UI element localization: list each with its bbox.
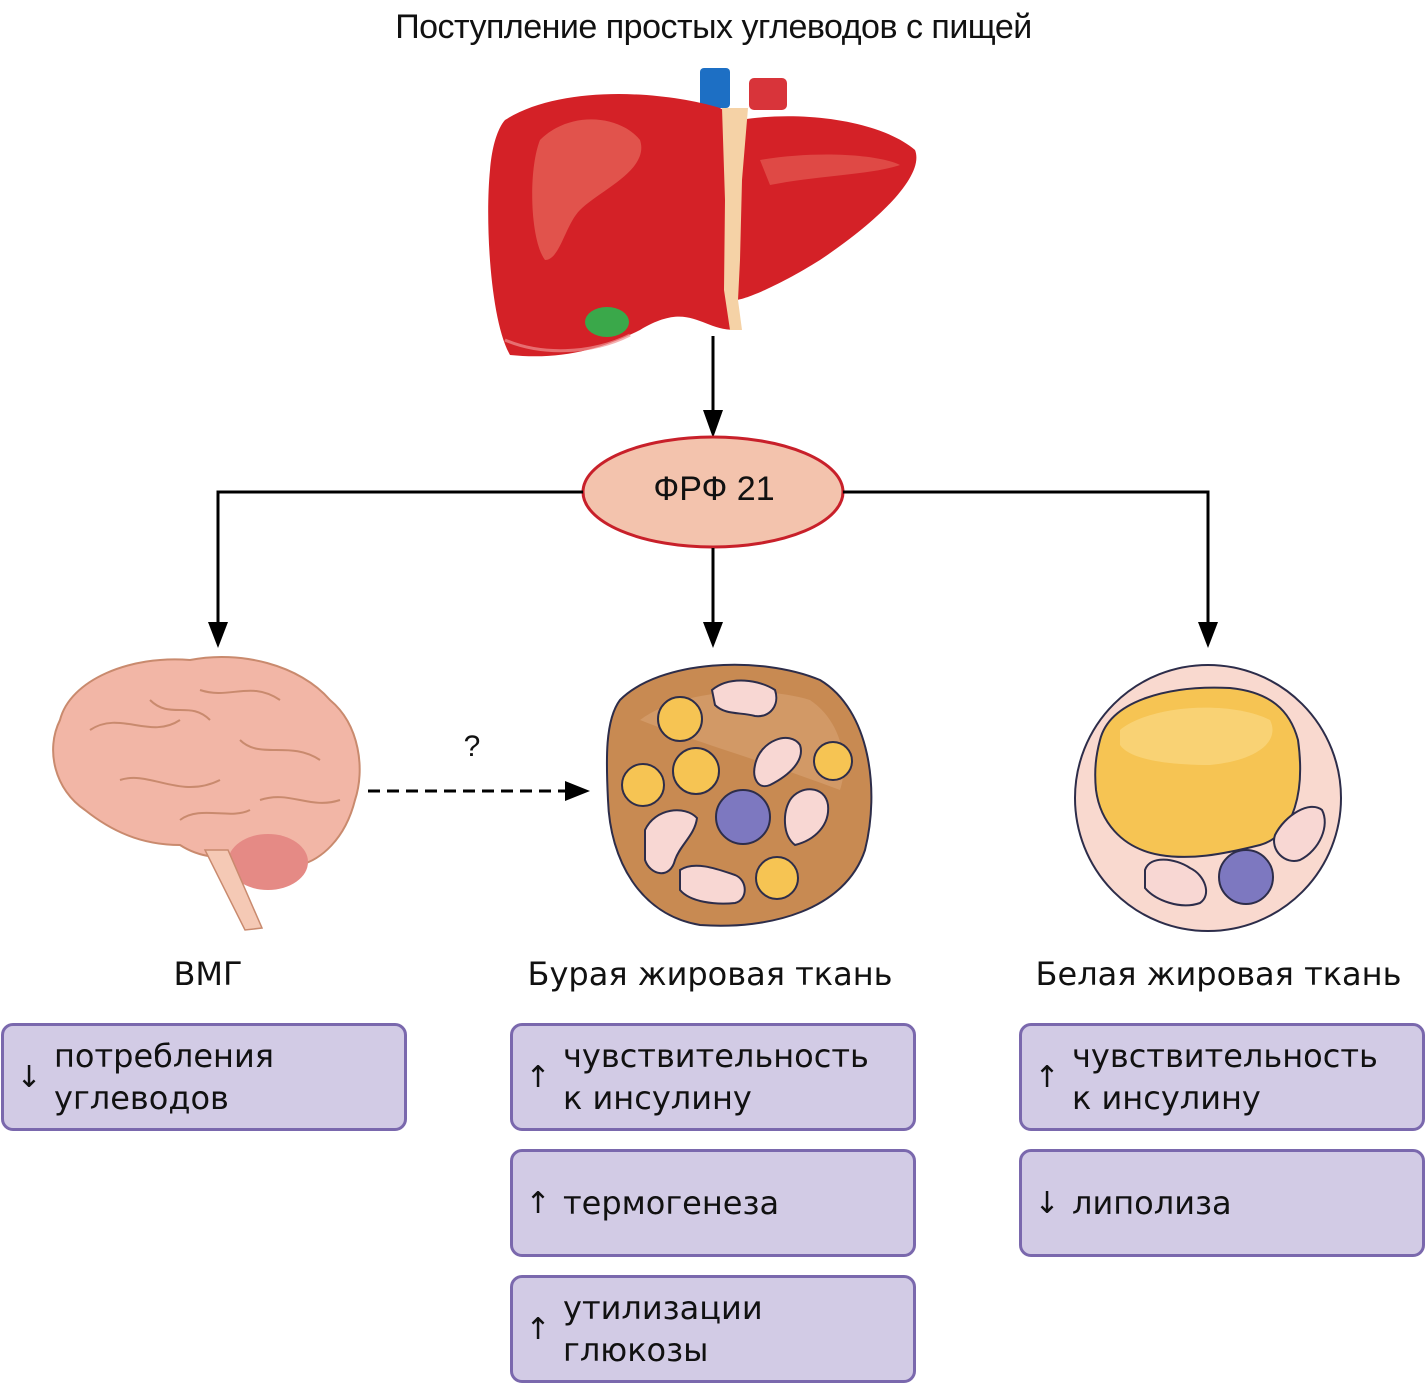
hub-label: ФРФ 21 (653, 470, 775, 508)
brown-fat-cell-icon (605, 663, 873, 927)
effect-box: ↑ чувствительность к инсулину (1019, 1023, 1425, 1131)
white-fat-cell-icon (1074, 664, 1342, 932)
arrowhead (703, 622, 723, 648)
increase-arrow-icon: ↑ (525, 1311, 551, 1347)
effect-line: к инсулину (563, 1079, 752, 1117)
decrease-arrow-icon: ↓ (1034, 1185, 1060, 1221)
brain-icon (52, 656, 361, 931)
effect-line: углеводов (54, 1079, 229, 1117)
effect-line: липолиза (1072, 1184, 1232, 1222)
arrowhead (208, 622, 228, 648)
column-title-brown-fat: Бурая жировая ткань (527, 955, 893, 993)
arrowhead (703, 410, 723, 438)
increase-arrow-icon: ↑ (525, 1059, 551, 1095)
arrowhead (1198, 622, 1218, 648)
connector-to-brain (216, 490, 583, 630)
diagram-title: Поступление простых углеводов с пищей (395, 8, 1032, 46)
effect-box: ↑ термогенеза (510, 1149, 916, 1257)
decrease-arrow-icon: ↓ (16, 1059, 42, 1095)
effect-line: термогенеза (563, 1184, 780, 1222)
increase-arrow-icon: ↑ (1034, 1059, 1060, 1095)
effect-box: ↑ утилизации глюкозы (510, 1275, 916, 1383)
effect-line: чувствительность (563, 1037, 869, 1075)
increase-arrow-icon: ↑ (525, 1185, 551, 1221)
effect-line: утилизации (563, 1289, 763, 1327)
unknown-link-label: ? (463, 730, 481, 763)
column-title-white-fat: Белая жировая ткань (1035, 955, 1402, 993)
effect-box: ↓ липолиза (1019, 1149, 1425, 1257)
effect-line: потребления (54, 1037, 274, 1075)
effect-line: глюкозы (563, 1331, 709, 1369)
column-title-brain: ВМГ (173, 955, 243, 993)
effect-line: чувствительность (1072, 1037, 1378, 1075)
arrowhead (565, 781, 590, 801)
effect-box: ↑ чувствительность к инсулину (510, 1023, 916, 1131)
connector-to-white-fat (843, 490, 1210, 630)
liver-icon (488, 68, 917, 357)
effect-box: ↓ потребления углеводов (1, 1023, 407, 1131)
effect-line: к инсулину (1072, 1079, 1261, 1117)
